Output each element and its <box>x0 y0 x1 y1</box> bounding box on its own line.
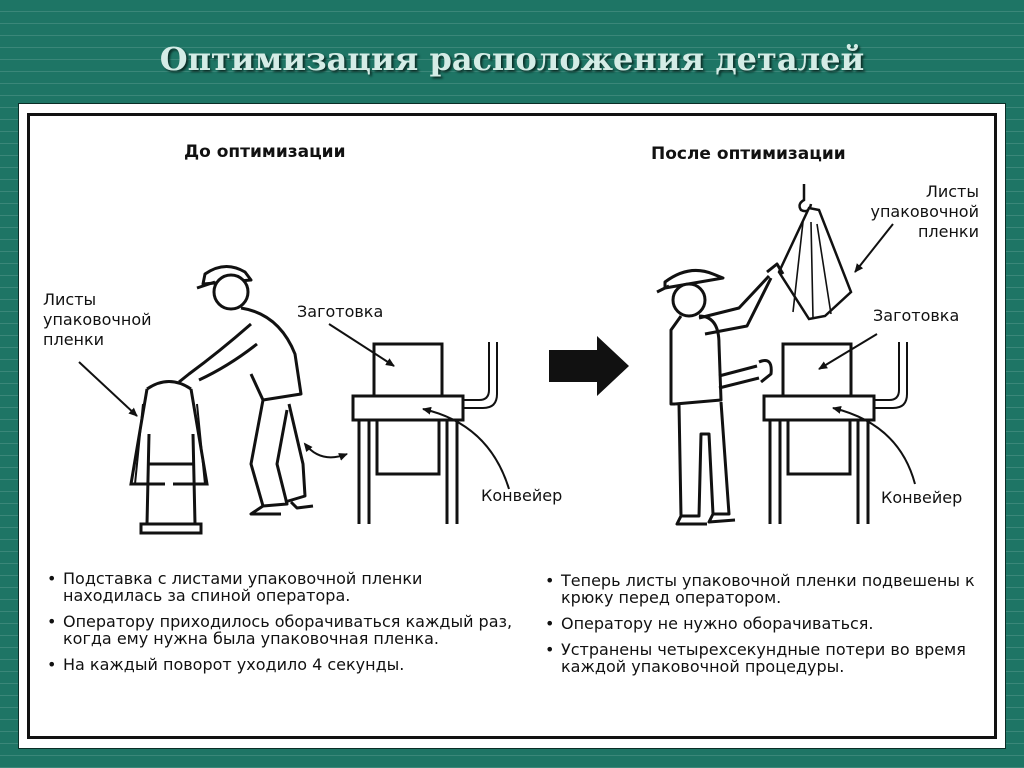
illustration-frame <box>27 113 997 739</box>
workpiece-box <box>781 342 853 398</box>
diagram-art <box>78 184 916 535</box>
after-bullet: Оператору не нужно оборачиваться. <box>543 615 983 632</box>
before-bullet: Оператору приходилось оборачиваться кажд… <box>45 613 515 647</box>
after-film-label: Листы упаковочной пленки <box>870 182 979 241</box>
hook-icon <box>777 184 853 321</box>
conveyor-icon <box>351 342 498 524</box>
before-heading: До оптимизации <box>184 142 346 162</box>
before-workpiece-label: Заготовка <box>297 302 384 321</box>
after-conveyor-label: Конвейер <box>881 488 963 507</box>
turn-arrow <box>303 442 348 461</box>
after-bullet: Теперь листы упаковочной пленки подвешен… <box>543 572 983 606</box>
conveyor-icon <box>762 342 908 524</box>
before-bullet: Подставка с листами упаковочной пленки н… <box>45 570 515 604</box>
slide-title: Оптимизация расположения деталей <box>159 40 865 78</box>
after-heading: После оптимизации <box>651 144 846 164</box>
operator-icon <box>178 265 314 516</box>
before-conveyor-label: Конвейер <box>481 486 563 505</box>
arrow-right-icon <box>549 336 629 396</box>
after-bullet: Устранены четырехсекундные потери во вре… <box>543 641 983 675</box>
after-bullets: Теперь листы упаковочной пленки подвешен… <box>543 572 983 684</box>
operator-icon <box>656 262 785 526</box>
workpiece-box <box>372 342 444 398</box>
film-stand-icon <box>129 380 209 535</box>
before-bullet: На каждый поворот уходило 4 секунды. <box>45 656 515 673</box>
illustration-panel: До оптимизации После оптимизации <box>18 103 1006 749</box>
after-workpiece-label: Заготовка <box>873 306 960 325</box>
before-film-label: Листы упаковочной пленки <box>43 290 152 349</box>
before-bullets: Подставка с листами упаковочной пленки н… <box>45 570 515 682</box>
